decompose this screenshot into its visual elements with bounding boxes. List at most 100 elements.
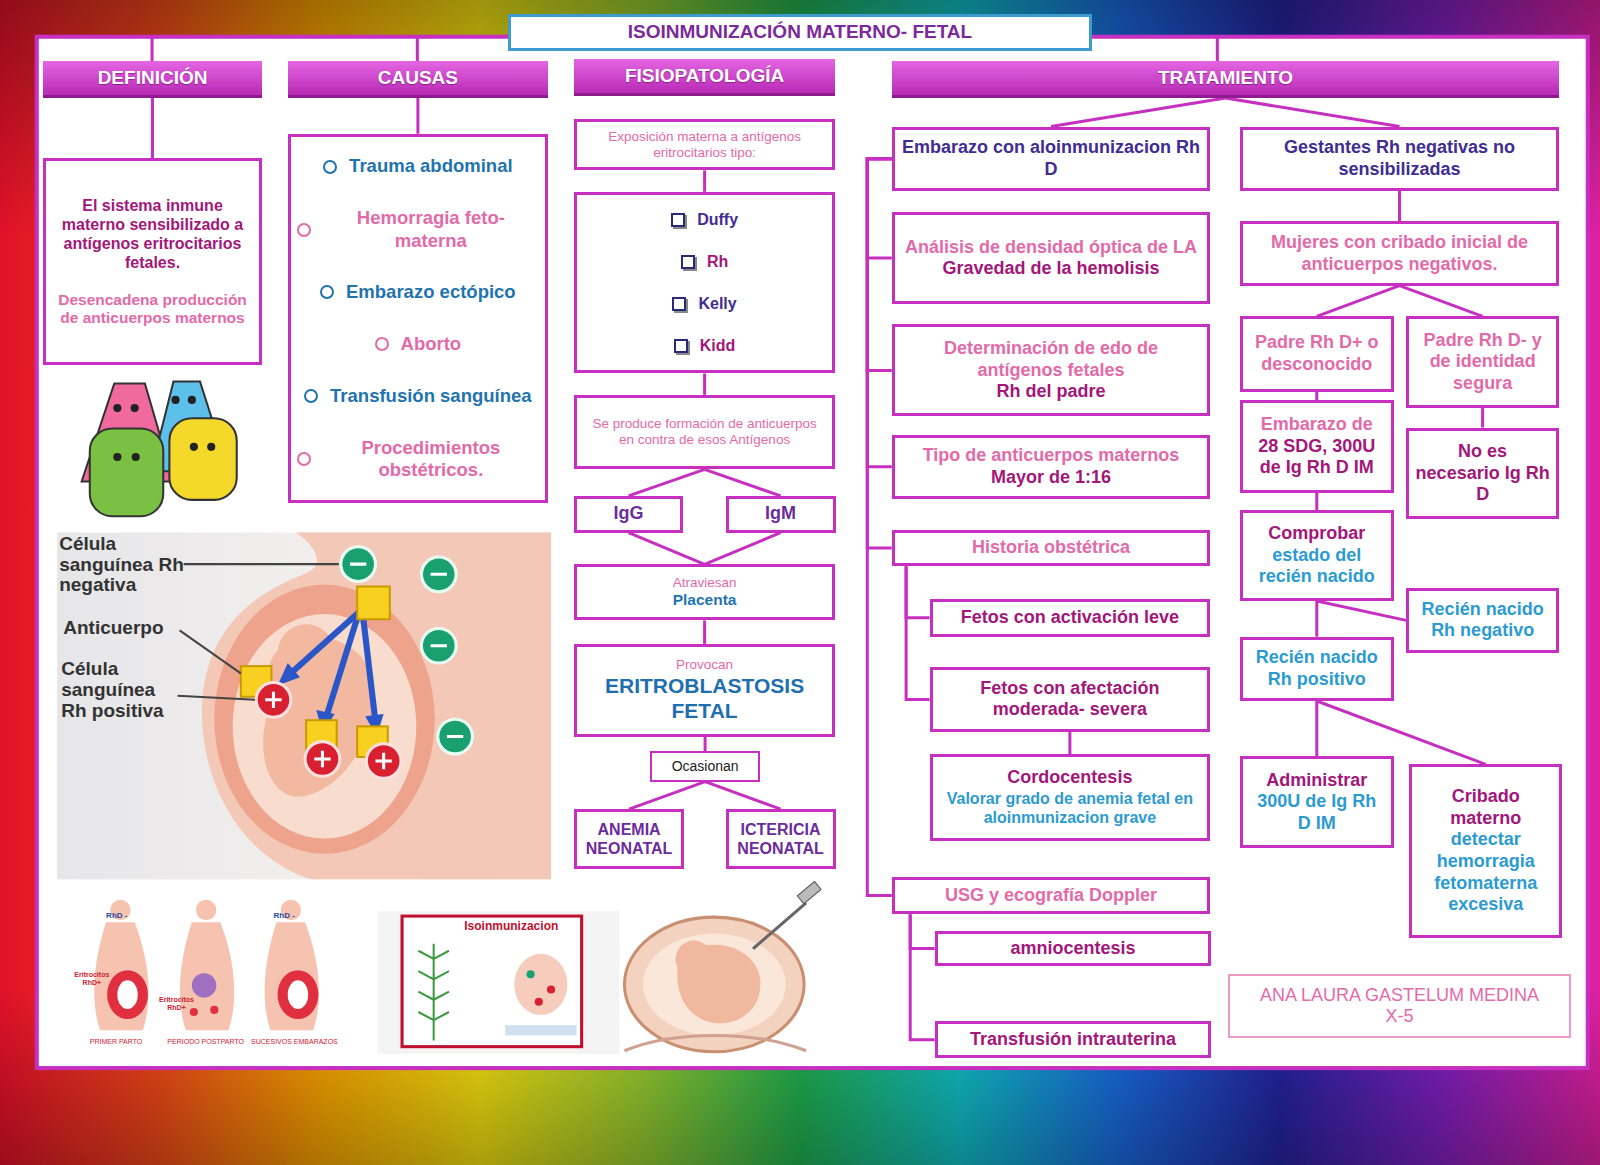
box-text: Ocasionan	[672, 758, 739, 775]
connector	[906, 566, 930, 699]
box-text: Transfusión intrauterina	[970, 1029, 1176, 1051]
box-text: IgM	[765, 503, 796, 525]
connector	[629, 469, 705, 496]
connector	[1051, 98, 1226, 127]
text-box: amniocentesis	[935, 931, 1212, 967]
text-box: Exposición materna a antígenos eritrocit…	[574, 119, 834, 170]
text-box: Trauma abdominalHemorragia feto-maternaE…	[288, 134, 548, 503]
box-text: 300U de Ig Rh D IM	[1249, 791, 1385, 834]
box-text: No es necesario Ig Rh D	[1415, 441, 1550, 506]
box-text: Fetos con afectación moderada- severa	[939, 678, 1202, 721]
text-box: Transfusión intrauterina	[935, 1021, 1212, 1058]
box-text: Rh	[707, 252, 728, 271]
connector	[867, 159, 892, 467]
box-text: IgG	[614, 503, 644, 525]
box-text: Recién nacido Rh negativo	[1415, 599, 1550, 642]
box-text: Embarazo ectópico	[346, 281, 516, 303]
text-box: Embarazo de28 SDG, 300U de Ig Rh D IM	[1240, 400, 1394, 493]
checkbox-square	[681, 255, 695, 269]
box-text: Embarazo con aloinmunizacion Rh D	[901, 137, 1201, 180]
connector	[703, 170, 706, 191]
list-item: Trauma abdominal	[323, 155, 512, 177]
box-text: Kidd	[700, 336, 736, 355]
box-text: USG y ecografía Doppler	[945, 885, 1157, 907]
text-box: IgG	[574, 496, 682, 533]
box-text: Padre Rh D+ o desconocido	[1249, 332, 1385, 375]
box-text: Exposición materna a antígenos eritrocit…	[583, 129, 825, 161]
header-text: TRATAMIENTO	[1158, 67, 1293, 90]
connector	[1315, 493, 1318, 510]
header-text: CAUSAS	[378, 67, 458, 90]
connector	[867, 159, 892, 371]
text-box: Fetos con activación leve	[930, 599, 1211, 637]
connector	[1315, 392, 1318, 400]
text-box: CordocentesisValorar grado de anemia fet…	[930, 754, 1211, 841]
text-box: El sistema inmune materno sensibilizado …	[43, 158, 262, 365]
text-box: Comprobarestado del recién nacido	[1240, 510, 1394, 601]
text-box: USG y ecografía Doppler	[892, 877, 1210, 915]
box-text: Trauma abdominal	[349, 155, 512, 177]
header-text: DEFINICIÓN	[98, 67, 208, 90]
box-text: Hemorragia feto-materna	[323, 207, 539, 251]
connector	[629, 533, 705, 565]
connector	[1226, 98, 1400, 127]
connector	[705, 533, 781, 565]
text-box: Historia obstétrica	[892, 530, 1210, 567]
box-text: Duffy	[697, 210, 738, 229]
connector	[1317, 701, 1486, 764]
box-text: Mujeres con cribado inicial de anticuerp…	[1249, 232, 1550, 275]
box-text: ANEMIA NEONATAL	[583, 820, 674, 858]
box-text: Cordocentesis	[1007, 767, 1132, 789]
bullet-circle	[320, 285, 334, 299]
text-box: Recién nacido Rh positivo	[1240, 637, 1394, 701]
box-text: Desencadena producción de anticuerpos ma…	[52, 291, 253, 328]
list-item: Procedimientos obstétricos.	[297, 437, 539, 481]
box-text: Kelly	[698, 294, 736, 313]
box-text: Cribado materno	[1418, 786, 1553, 829]
box-text: Transfusión sanguínea	[330, 385, 532, 407]
header-text: FISIOPATOLOGÍA	[625, 65, 784, 88]
text-box: Administrar300U de Ig Rh D IM	[1240, 756, 1394, 848]
list-item: Kidd	[674, 336, 736, 355]
connector	[910, 914, 935, 1040]
list-item: Duffy	[671, 210, 738, 229]
text-box: No es necesario Ig Rh D	[1406, 428, 1559, 520]
text-box: Gestantes Rh negativas no sensibilizadas	[1240, 127, 1559, 191]
checkbox-square	[674, 339, 688, 353]
connector	[705, 469, 781, 496]
connector	[703, 620, 706, 644]
text-box: Mujeres con cribado inicial de anticuerp…	[1240, 221, 1559, 285]
list-item: Transfusión sanguínea	[304, 385, 532, 407]
box-text: Comprobar	[1268, 523, 1365, 545]
text-box: Padre Rh D+ o desconocido	[1240, 316, 1394, 392]
text-box: ProvocanERITROBLASTOSIS FETAL	[574, 644, 834, 737]
list-item: Hemorragia feto-materna	[297, 207, 539, 251]
box-text: Procedimientos obstétricos.	[323, 437, 539, 481]
text-box: ICTERICIA NEONATAL	[726, 809, 836, 869]
box-text: amniocentesis	[1010, 938, 1135, 960]
box-text: Tipo de anticuerpos maternos	[923, 445, 1180, 467]
bullet-circle	[297, 452, 311, 466]
list-item: Embarazo ectópico	[320, 281, 516, 303]
figure-label: Célula sanguínea Rh negativa	[59, 534, 187, 597]
text-box: Cribado maternodetectar hemorragia fetom…	[1409, 764, 1562, 937]
connector	[867, 159, 892, 548]
box-text: Determinación de edo de antígenos fetale…	[901, 338, 1201, 381]
connector	[1068, 732, 1071, 755]
connector	[1317, 286, 1400, 317]
checkbox-square	[671, 213, 685, 227]
box-text: detectar hemorragia fetomaterna excesiva	[1418, 829, 1553, 915]
box-text: estado del recién nacido	[1249, 545, 1385, 588]
list-item: Kelly	[672, 294, 736, 313]
text-box: Embarazo con aloinmunizacion Rh D	[892, 127, 1210, 191]
box-text: Embarazo de	[1261, 414, 1373, 436]
text-box: Se produce formación de anticuerpos en c…	[574, 395, 834, 469]
connector	[1481, 408, 1484, 427]
box-text: Padre Rh D- y de identidad segura	[1415, 330, 1550, 395]
list-item: Aborto	[375, 333, 462, 355]
figure-label: RhD -	[273, 912, 314, 921]
connector	[416, 98, 419, 134]
figure-label: Isoinmunizacion	[464, 920, 576, 933]
list-item: Rh	[681, 252, 728, 271]
header-bar: TRATAMIENTO	[892, 61, 1559, 98]
